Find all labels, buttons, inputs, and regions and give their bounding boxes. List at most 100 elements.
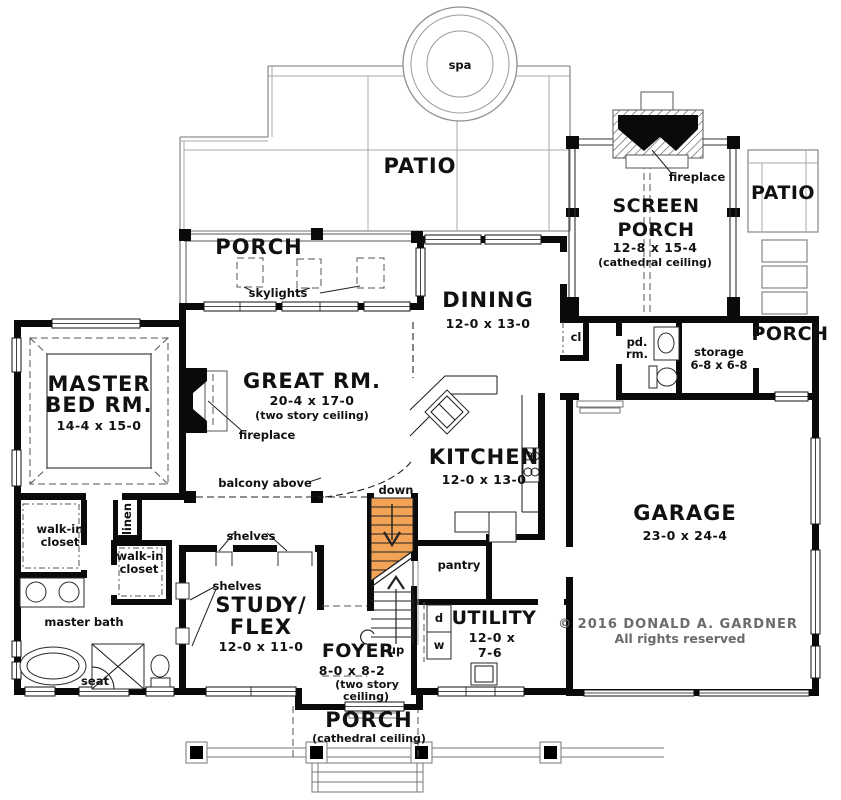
- storage-dims: 6-8 x 6-8: [691, 358, 748, 372]
- front-porch-note: (cathedral ceiling): [312, 732, 426, 745]
- dining-dims: 12-0 x 13-0: [446, 316, 531, 331]
- down-label: down: [379, 483, 414, 497]
- tray-ceiling: [29, 337, 169, 485]
- dryer-box: [426, 604, 452, 633]
- stairs: [360, 497, 419, 645]
- linen-label: linen: [120, 503, 134, 535]
- refrigerator: [488, 511, 517, 543]
- wic1-shelves: [22, 503, 80, 569]
- copyright-line1: © 2016 DONALD A. GARDNER: [558, 617, 798, 632]
- door-opening: [86, 493, 122, 500]
- shower: [91, 643, 145, 690]
- cooktop: [522, 447, 540, 483]
- kitchen-fixtures: [409, 375, 540, 543]
- washer-label: w: [434, 638, 445, 652]
- side-patio: [747, 149, 819, 315]
- copyright-line2: All rights reserved: [615, 631, 746, 646]
- front-porch: [185, 706, 664, 793]
- closet-shelving: [22, 477, 322, 647]
- rear-porch-railing: [179, 228, 423, 303]
- skylights: [236, 257, 385, 294]
- shelves2-label: shelves: [213, 579, 262, 593]
- spa: [402, 6, 518, 122]
- counter: [409, 375, 497, 411]
- porch-column: [539, 741, 562, 764]
- screen-porch-name2: PORCH: [617, 219, 694, 241]
- garage-name: GARAGE: [633, 501, 737, 525]
- foyer-name: FOYER: [322, 640, 394, 662]
- balcony-label: balcony above: [218, 476, 312, 490]
- screen-porch-name1: SCREEN: [612, 195, 699, 217]
- toilet: [150, 654, 171, 688]
- screen-porch-walls: [566, 136, 740, 319]
- screen-porch-fireplace-label: fireplace: [669, 170, 726, 184]
- wic2-shelves: [118, 547, 163, 597]
- wic2-label2: closet: [120, 562, 159, 576]
- spa-label: spa: [449, 58, 472, 72]
- door-opening: [560, 252, 567, 284]
- pd-rm-label2: rm.: [626, 347, 648, 361]
- utility-dims2: 7-6: [478, 645, 502, 660]
- utility-fixtures: [426, 604, 498, 686]
- wic1-label1: walk-in: [37, 522, 84, 536]
- study-dims: 12-0 x 11-0: [219, 639, 304, 654]
- skylights-label: skylights: [249, 286, 308, 300]
- kitchen-dims: 12-0 x 13-0: [442, 472, 527, 487]
- side-porch-label: PORCH: [751, 323, 828, 345]
- patio-side-label: PATIO: [751, 182, 815, 204]
- utility-sink: [470, 662, 498, 686]
- foyer-note2: ceiling): [343, 690, 389, 703]
- cl-label: cl: [571, 330, 582, 344]
- storage-name: storage: [694, 345, 744, 359]
- study-name1: STUDY/: [215, 593, 306, 617]
- screen-porch-fireplace: [612, 91, 704, 175]
- side-steps: [761, 239, 808, 263]
- foyer-dims: 8-0 x 8-2: [319, 663, 385, 678]
- garage-door: [583, 689, 695, 697]
- washer-box: [426, 631, 452, 660]
- great-rm-fireplace-label: fireplace: [239, 428, 296, 442]
- great-rm-note: (two story ceiling): [255, 409, 369, 422]
- sink: [25, 581, 47, 603]
- down-arrow: [383, 531, 401, 548]
- up-label: up: [388, 643, 404, 657]
- study-name2: FLEX: [230, 615, 292, 639]
- great-rm-dims: 20-4 x 17-0: [270, 393, 355, 408]
- wic2-label1: walk-in: [117, 549, 164, 563]
- seat-label: seat: [81, 674, 109, 688]
- sink: [58, 581, 80, 603]
- kitchen-name: KITCHEN: [429, 445, 539, 469]
- garage-entry-door: [576, 393, 624, 414]
- screen-porch-dims: 12-8 x 15-4: [613, 240, 698, 255]
- shelves1-label: shelves: [227, 529, 276, 543]
- front-steps: [311, 762, 424, 793]
- toilet: [648, 365, 678, 389]
- master-bath-fixtures: [19, 577, 171, 690]
- front-porch-label: PORCH: [325, 708, 412, 732]
- windows: [11, 234, 821, 719]
- utility-dims1: 12-0 x: [469, 630, 516, 645]
- ceiling-lines: [196, 322, 564, 677]
- utility-name: UTILITY: [452, 607, 537, 629]
- rail-curl: [360, 629, 375, 645]
- rear-patio: [179, 65, 571, 232]
- dining-name: DINING: [442, 288, 533, 312]
- garage-door: [698, 689, 810, 697]
- great-room-fireplace: [179, 368, 242, 433]
- sink: [657, 332, 675, 354]
- pd-rm-label1: pd.: [627, 335, 648, 349]
- garage-dims: 23-0 x 24-4: [643, 528, 728, 543]
- wic1-label2: closet: [41, 535, 80, 549]
- rear-porch-label: PORCH: [215, 235, 302, 259]
- pantry-label: pantry: [438, 558, 481, 572]
- dryer-label: d: [435, 611, 443, 625]
- master-bed-name2: BED RM.: [45, 393, 152, 417]
- porch-column: [305, 741, 328, 764]
- patio-main-label: PATIO: [383, 154, 456, 178]
- powder-room-fixtures: [648, 326, 680, 389]
- great-rm-name: GREAT RM.: [243, 369, 381, 393]
- master-bed-dims: 14-4 x 15-0: [57, 418, 142, 433]
- screen-porch-note: (cathedral ceiling): [598, 256, 712, 269]
